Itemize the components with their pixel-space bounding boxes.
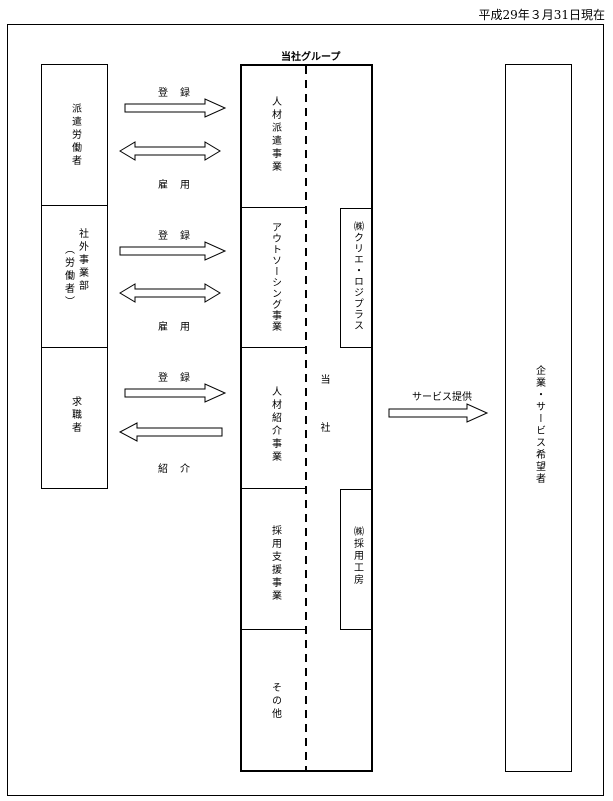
service-arrow — [388, 403, 489, 423]
register-arrow-2 — [119, 241, 227, 261]
service-label: サービス提供 — [412, 392, 472, 403]
company-label: 当 社 — [318, 374, 329, 438]
label-employ-1: 雇用 — [158, 180, 202, 191]
business-dispatch-label: 人材派遣事業 — [269, 96, 281, 174]
business-other-cell: その他 — [242, 630, 307, 770]
worker-external-cell: 社外事業部 （労働者） — [42, 206, 107, 348]
diagram-frame — [7, 24, 604, 796]
business-outsourcing-cell: アウトソーシング事業 — [242, 208, 307, 348]
clients-label: 企業・サービス希望者 — [533, 365, 545, 485]
worker-jobseeker-label: 求職者 — [69, 396, 81, 435]
label-employ-2: 雇用 — [158, 322, 202, 333]
introduce-arrow — [118, 422, 223, 442]
employ-arrow-1 — [119, 141, 221, 161]
worker-column: 派遣労働者 社外事業部 （労働者） 求職者 — [41, 64, 108, 489]
business-placement-label: 人材紹介事業 — [269, 386, 281, 464]
business-dispatch-cell: 人材派遣事業 — [242, 66, 307, 208]
business-placement-cell: 人材紹介事業 — [242, 348, 307, 489]
business-outsourcing-label: アウトソーシング事業 — [269, 222, 281, 332]
worker-external-sublabel: （労働者） — [62, 244, 74, 309]
worker-dispatch-label: 派遣労働者 — [69, 103, 81, 168]
worker-jobseeker-cell: 求職者 — [42, 348, 107, 488]
label-introduce: 紹介 — [158, 464, 202, 475]
subsidiary-logiplus-label: ㈱クリエ・ロジプラス — [351, 221, 363, 331]
subsidiary-logiplus-box: ㈱クリエ・ロジプラス — [340, 208, 373, 348]
register-arrow-3 — [124, 383, 227, 403]
worker-dispatch-cell: 派遣労働者 — [42, 65, 107, 206]
clients-box: 企業・サービス希望者 — [505, 64, 572, 772]
subsidiary-saiyo-kobo-box: ㈱採用工房 — [340, 489, 373, 630]
business-recruit-support-cell: 採用支援事業 — [242, 489, 307, 630]
business-other-label: その他 — [269, 682, 281, 721]
employ-arrow-2 — [119, 283, 221, 303]
label-register-3: 登録 — [158, 373, 202, 384]
register-arrow-1 — [124, 98, 227, 118]
worker-external-label: 社外事業部 — [76, 228, 88, 293]
label-register-2: 登録 — [158, 231, 202, 242]
group-title: 当社グループ — [281, 52, 341, 63]
label-register-1: 登録 — [158, 88, 202, 99]
as-of-date: 平成29年３月31日現在 — [478, 8, 605, 22]
group-box: 人材派遣事業 アウトソーシング事業 人材紹介事業 採用支援事業 その他 ㈱クリエ… — [240, 64, 373, 772]
business-recruit-support-label: 採用支援事業 — [269, 525, 281, 603]
subsidiary-saiyo-kobo-label: ㈱採用工房 — [351, 526, 363, 586]
